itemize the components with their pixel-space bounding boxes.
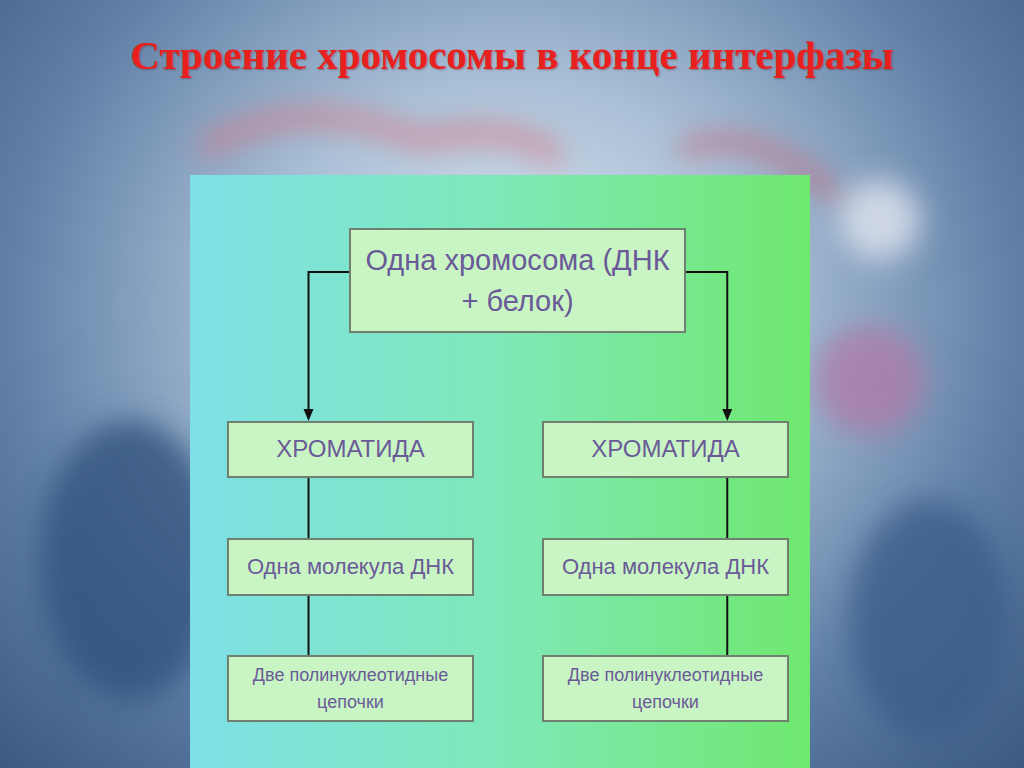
connector-line — [726, 596, 728, 655]
chromosome-box: Одна хромосома (ДНК + белок) — [349, 228, 686, 333]
dna-molecule-box: Одна молекула ДНК — [542, 538, 789, 596]
box-label: Две полинуклеотидные цепочки — [552, 662, 779, 714]
arrow-head — [722, 409, 732, 421]
connector — [727, 596, 728, 655]
dna-molecule-box: Одна молекула ДНК — [227, 538, 474, 596]
connector — [686, 272, 732, 421]
box-label: ХРОМАТИДА — [591, 435, 739, 464]
connector-line — [309, 272, 349, 411]
connector-line — [308, 596, 310, 655]
connector-line — [726, 478, 728, 538]
box-label: Одна хромосома (ДНК + белок) — [359, 240, 676, 321]
box-label: ХРОМАТИДА — [276, 435, 424, 464]
connector-line — [686, 272, 727, 411]
arrow-head — [304, 409, 314, 421]
connector — [727, 478, 728, 538]
connector — [308, 596, 309, 655]
polynucleotide-box: Две полинуклеотидные цепочки — [542, 655, 789, 722]
box-label: Две полинуклеотидные цепочки — [237, 662, 464, 714]
connector-line — [308, 478, 310, 538]
box-label: Одна молекула ДНК — [562, 554, 769, 580]
slide-title: Строение хромосомы в конце интерфазы — [112, 24, 912, 86]
chromatid-box: ХРОМАТИДА — [542, 421, 789, 478]
chromatid-box: ХРОМАТИДА — [227, 421, 474, 478]
box-label: Одна молекула ДНК — [247, 554, 454, 580]
polynucleotide-box: Две полинуклеотидные цепочки — [227, 655, 474, 722]
connector — [308, 478, 309, 538]
connector — [304, 272, 349, 421]
